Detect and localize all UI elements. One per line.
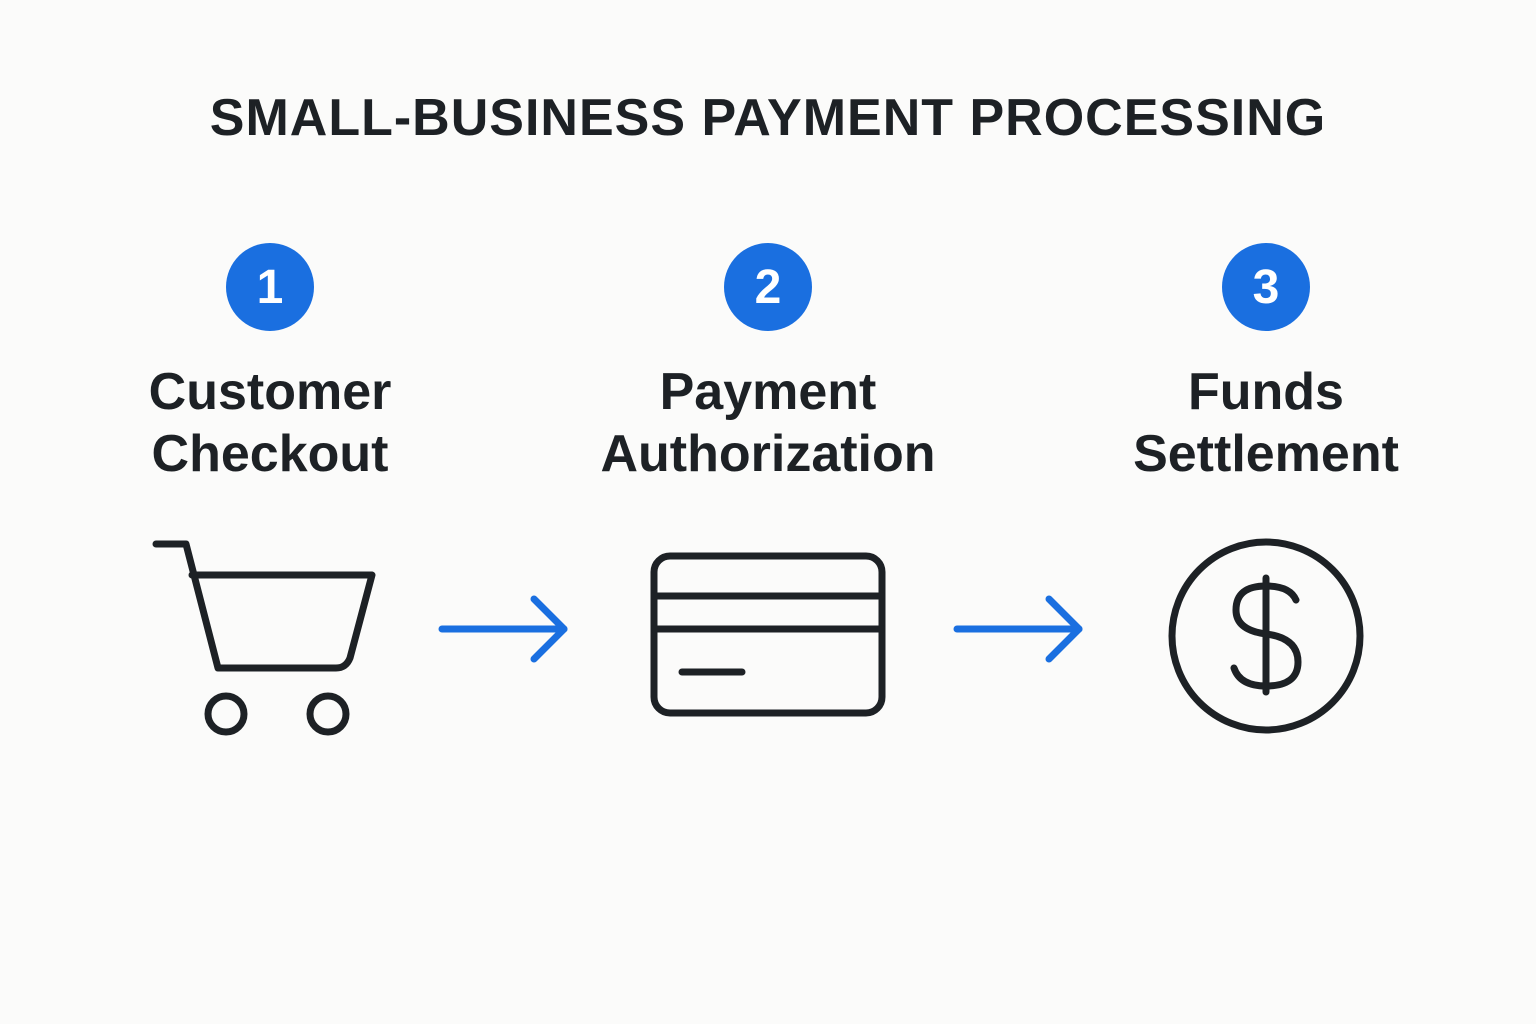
step-label: Funds Settlement [1133,361,1399,485]
arrow-right-icon [438,595,568,663]
credit-card-icon [650,552,886,717]
step-number-badge: 1 [226,243,314,331]
step-payment-authorization: 2 Payment Authorization [578,243,958,485]
step-number-badge: 2 [724,243,812,331]
step-number-badge: 3 [1222,243,1310,331]
step-label-line: Funds [1188,363,1344,421]
step-label-line: Checkout [151,425,389,483]
shopping-cart-icon [152,540,376,736]
step-label: Payment Authorization [600,361,935,485]
step-label-line: Customer [148,363,392,421]
step-customer-checkout: 1 Customer Checkout [80,243,460,485]
diagram-title: SMALL-BUSINESS PAYMENT PROCESSING [209,89,1327,147]
dollar-coin-icon [1168,538,1364,734]
step-label-line: Payment [659,363,877,421]
step-funds-settlement: 3 Funds Settlement [1076,243,1456,485]
step-label: Customer Checkout [149,361,392,485]
step-label-line: Authorization [600,425,936,483]
step-label-line: Settlement [1133,425,1399,483]
arrow-right-icon [953,595,1083,663]
